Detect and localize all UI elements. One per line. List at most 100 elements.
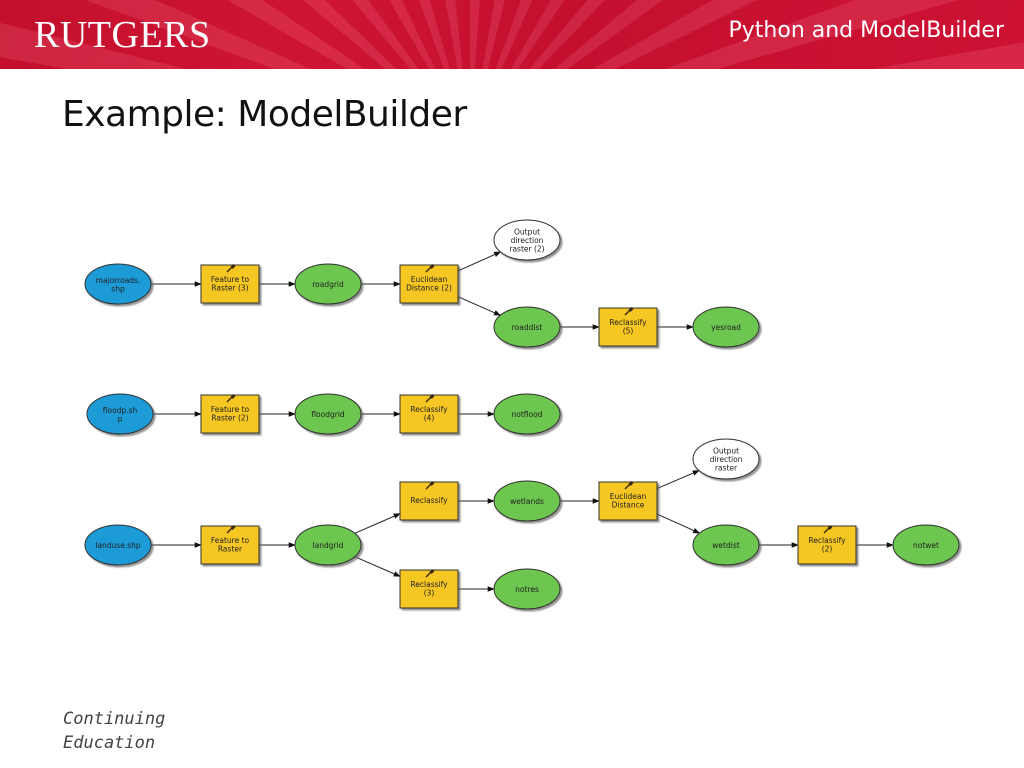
hammer-icon: [226, 525, 236, 534]
hammer-icon: [226, 264, 236, 273]
node-label: Output: [514, 228, 540, 237]
node-label: notflood: [512, 410, 543, 419]
node-label: floodp.sh: [103, 406, 138, 415]
hammer-icon: [226, 394, 236, 403]
node-label: p: [118, 414, 123, 423]
node-label: raster (2): [509, 245, 544, 254]
banner-rays-decoration: [0, 0, 1024, 69]
node-label: yesroad: [711, 323, 741, 332]
data-ellipse: [84, 263, 152, 305]
node-label: landuse.shp: [95, 541, 141, 550]
input-data-node-majorroads[interactable]: majorroads.shp: [84, 263, 152, 305]
node-label: Distance: [612, 500, 645, 509]
node-label: (2): [822, 544, 833, 553]
deck-title: Python and ModelBuilder: [728, 18, 1005, 43]
node-label: raster: [715, 464, 738, 473]
tool-node-rc[interactable]: Reclassify: [399, 481, 459, 521]
connector-ed-to-odr: [656, 470, 700, 490]
tool-box: [797, 525, 857, 565]
data-ellipse: [84, 524, 152, 566]
tool-box: [399, 394, 459, 434]
node-label: landgrid: [313, 541, 344, 550]
rutgers-logo: RUTGERS: [34, 14, 211, 56]
node-label: Reclassify: [609, 318, 647, 327]
tool-node-rc3[interactable]: Reclassify(3): [399, 569, 459, 609]
footer-continuing-education: Continuing Education: [63, 707, 165, 755]
connector-ed2-to-roaddist: [457, 296, 501, 316]
tool-node-rc2[interactable]: Reclassify(2): [797, 525, 857, 565]
node-label: floodgrid: [311, 410, 345, 419]
node-label: Feature to: [211, 405, 250, 414]
connector-ed-to-wetdist: [656, 513, 701, 534]
derived-data-node-landgrid[interactable]: landgrid: [294, 524, 362, 566]
data-ellipse: [294, 393, 362, 435]
derived-data-node-notwet[interactable]: notwet: [892, 524, 960, 566]
data-ellipse: [86, 393, 154, 435]
derived-data-node-yesroad[interactable]: yesroad: [692, 306, 760, 348]
connector-ed2-to-odr2: [457, 251, 502, 272]
data-ellipse: [692, 306, 760, 348]
node-label: direction: [710, 455, 743, 464]
hammer-icon: [823, 525, 833, 534]
node-label: roadgrid: [312, 280, 344, 289]
tool-box: [200, 525, 260, 565]
footer-line-1: Continuing: [63, 709, 166, 729]
node-label: Feature to: [211, 536, 250, 545]
hammer-icon: [425, 264, 435, 273]
hammer-icon: [624, 481, 634, 490]
node-label: Raster: [218, 544, 243, 553]
tool-box: [598, 307, 658, 347]
data-ellipse: [493, 480, 561, 522]
data-ellipse: [493, 568, 561, 610]
tool-box: [399, 481, 459, 521]
data-ellipse: [294, 263, 362, 305]
node-label: notwet: [913, 541, 939, 550]
node-label: Reclassify: [410, 496, 448, 505]
node-label: notres: [515, 585, 539, 594]
data-ellipse: [692, 524, 760, 566]
derived-data-node-floodgrid[interactable]: floodgrid: [294, 393, 362, 435]
node-label: direction: [511, 236, 544, 245]
tool-box: [399, 264, 459, 304]
derived-data-node-roadgrid[interactable]: roadgrid: [294, 263, 362, 305]
input-data-node-landuse[interactable]: landuse.shp: [84, 524, 152, 566]
data-ellipse: [493, 306, 561, 348]
derived-data-node-wetlands[interactable]: wetlands: [493, 480, 561, 522]
node-label: wetlands: [510, 497, 544, 506]
footer-line-2: Education: [63, 733, 156, 753]
node-label: Reclassify: [410, 580, 448, 589]
data-ellipse: [294, 524, 362, 566]
hammer-icon: [425, 569, 435, 578]
node-label: (4): [424, 413, 435, 422]
node-label: Distance (2): [406, 283, 452, 292]
data-ellipse: [892, 524, 960, 566]
node-label: Euclidean: [610, 492, 647, 501]
derived-data-node-roaddist[interactable]: roaddist: [493, 306, 561, 348]
node-label: Euclidean: [411, 275, 448, 284]
derived-data-node-notres[interactable]: notres: [493, 568, 561, 610]
slide-title: Example: ModelBuilder: [62, 94, 467, 135]
node-label: shp: [111, 284, 125, 293]
data-ellipse: [692, 438, 760, 480]
tool-node-rc5[interactable]: Reclassify(5): [598, 307, 658, 347]
input-data-node-floodp[interactable]: floodp.shp: [86, 393, 154, 435]
derived-data-node-notflood[interactable]: notflood: [493, 393, 561, 435]
node-label: (5): [623, 326, 634, 335]
derived-data-node-wetdist[interactable]: wetdist: [692, 524, 760, 566]
node-label: Raster (3): [211, 283, 248, 292]
node-label: Reclassify: [410, 405, 448, 414]
header-banner: RUTGERS Python and ModelBuilder: [0, 0, 1024, 69]
node-label: roaddist: [512, 323, 543, 332]
node-label: Reclassify: [808, 536, 846, 545]
hammer-icon: [425, 481, 435, 490]
node-label: Feature to: [211, 275, 250, 284]
tool-node-rc4[interactable]: Reclassify(4): [399, 394, 459, 434]
